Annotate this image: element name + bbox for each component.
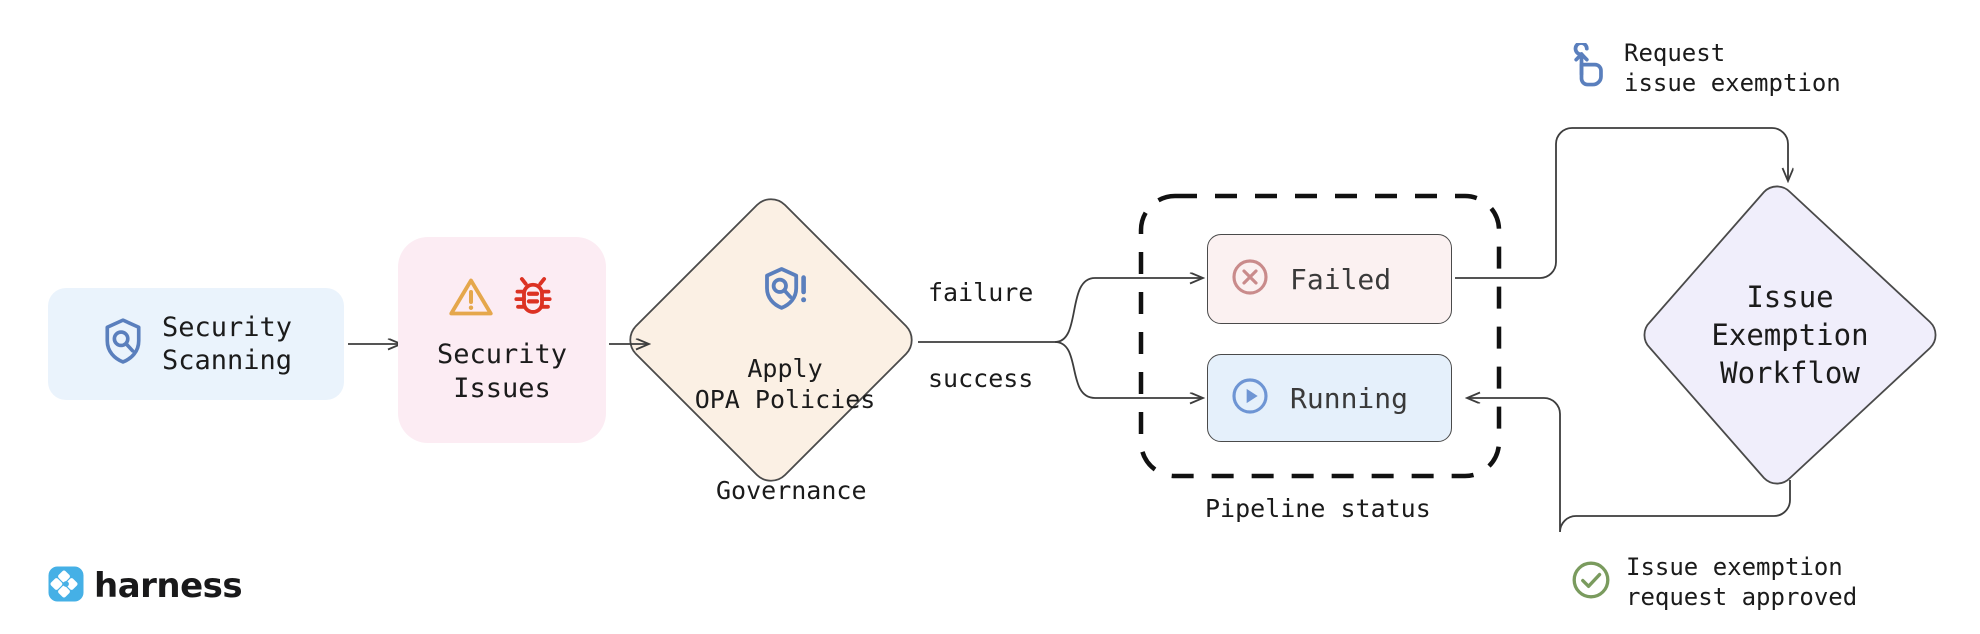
edge-failed-to-exemption	[1455, 127, 1788, 279]
warning-triangle-icon	[448, 275, 494, 323]
legend-request-label: Request issue exemption	[1624, 39, 1841, 97]
shield-search-icon	[100, 317, 146, 371]
node-security-issues-label: Security Issues	[436, 339, 568, 404]
harness-mark-icon	[48, 566, 84, 606]
node-security-scanning-label: Security Scanning	[161, 312, 293, 376]
legend-request-issue-exemption: Request issue exemption	[1570, 38, 1841, 98]
harness-wordmark: harness	[94, 566, 243, 606]
status-chip-failed[interactable]: Failed	[1207, 234, 1452, 324]
node-issue-exemption-workflow[interactable]: Issue Exemption Workflow	[1650, 192, 1930, 478]
click-hand-icon	[1570, 41, 1610, 93]
node-security-issues[interactable]: Security Issues	[398, 237, 606, 443]
governance-caption: Governance	[716, 476, 867, 505]
node-security-scanning[interactable]: Security Scanning	[48, 288, 344, 400]
shield-search-alert-icon	[759, 265, 811, 321]
harness-logo: harness	[48, 566, 243, 606]
node-apply-opa-policies-label: Apply OPA Policies	[694, 354, 876, 414]
legend-request-approved: Issue exemption request approved	[1570, 552, 1857, 612]
edge-success-branch	[1054, 341, 1202, 398]
apply-opa-diamond-shape	[629, 198, 913, 482]
bug-icon	[510, 274, 556, 324]
issue-exemption-diamond-shape	[1643, 185, 1937, 485]
pipeline-status-container	[1138, 193, 1502, 479]
status-chip-failed-label: Failed	[1290, 262, 1392, 296]
node-issue-exemption-workflow-label: Issue Exemption Workflow	[1711, 280, 1869, 390]
node-apply-opa-policies[interactable]: Apply OPA Policies	[636, 205, 934, 475]
status-chip-running-label: Running	[1290, 381, 1409, 415]
play-circle-icon	[1230, 376, 1270, 420]
status-chip-running[interactable]: Running	[1207, 354, 1452, 442]
edge-label-success: success	[928, 364, 1034, 393]
edge-label-failure: failure	[928, 278, 1034, 307]
error-circle-icon	[1230, 257, 1270, 301]
check-circle-icon	[1570, 559, 1612, 605]
edge-failure-branch	[1054, 278, 1202, 343]
legend-approved-label: Issue exemption request approved	[1626, 553, 1858, 611]
edge-exemption-to-running	[1468, 398, 1791, 533]
pipeline-status-caption: Pipeline status	[1205, 494, 1431, 523]
